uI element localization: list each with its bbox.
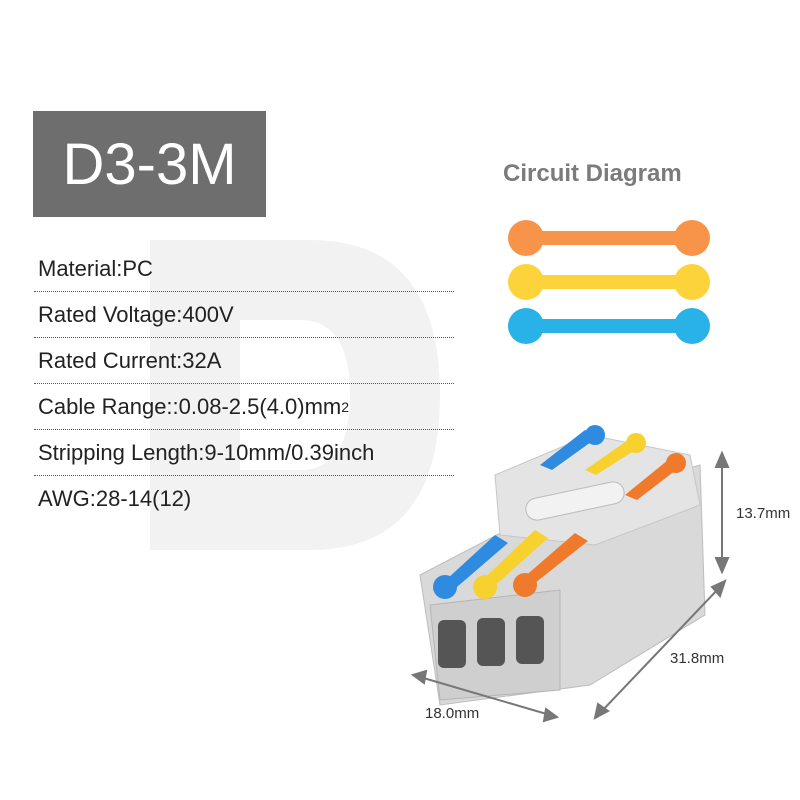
dimension-height: 13.7mm xyxy=(736,505,791,522)
circuit-line-blue xyxy=(508,308,710,344)
spec-rated-voltage: Rated Voltage:400V xyxy=(34,292,454,338)
spec-list: Material:PC Rated Voltage:400V Rated Cur… xyxy=(34,246,454,522)
circuit-diagram-title: Circuit Diagram xyxy=(503,160,682,187)
model-title: D3-3M xyxy=(33,111,266,217)
connector-product-icon xyxy=(410,425,730,723)
d-logo-watermark-icon xyxy=(150,240,440,550)
spec-rated-current: Rated Current:32A xyxy=(34,338,454,384)
circuit-line-yellow xyxy=(508,264,710,300)
spec-awg: AWG:28-14(12) xyxy=(38,486,192,511)
circuit-diagram xyxy=(508,220,710,344)
spec-stripping-length: Stripping Length:9-10mm/0.39inch xyxy=(34,430,454,476)
spec-material: Material:PC xyxy=(34,246,454,292)
dimension-length: 31.8mm xyxy=(670,650,725,667)
circuit-line-orange xyxy=(508,220,710,256)
dimension-width: 18.0mm xyxy=(425,705,480,722)
superscript: 2 xyxy=(341,398,350,415)
dimension-arrows xyxy=(410,450,730,723)
